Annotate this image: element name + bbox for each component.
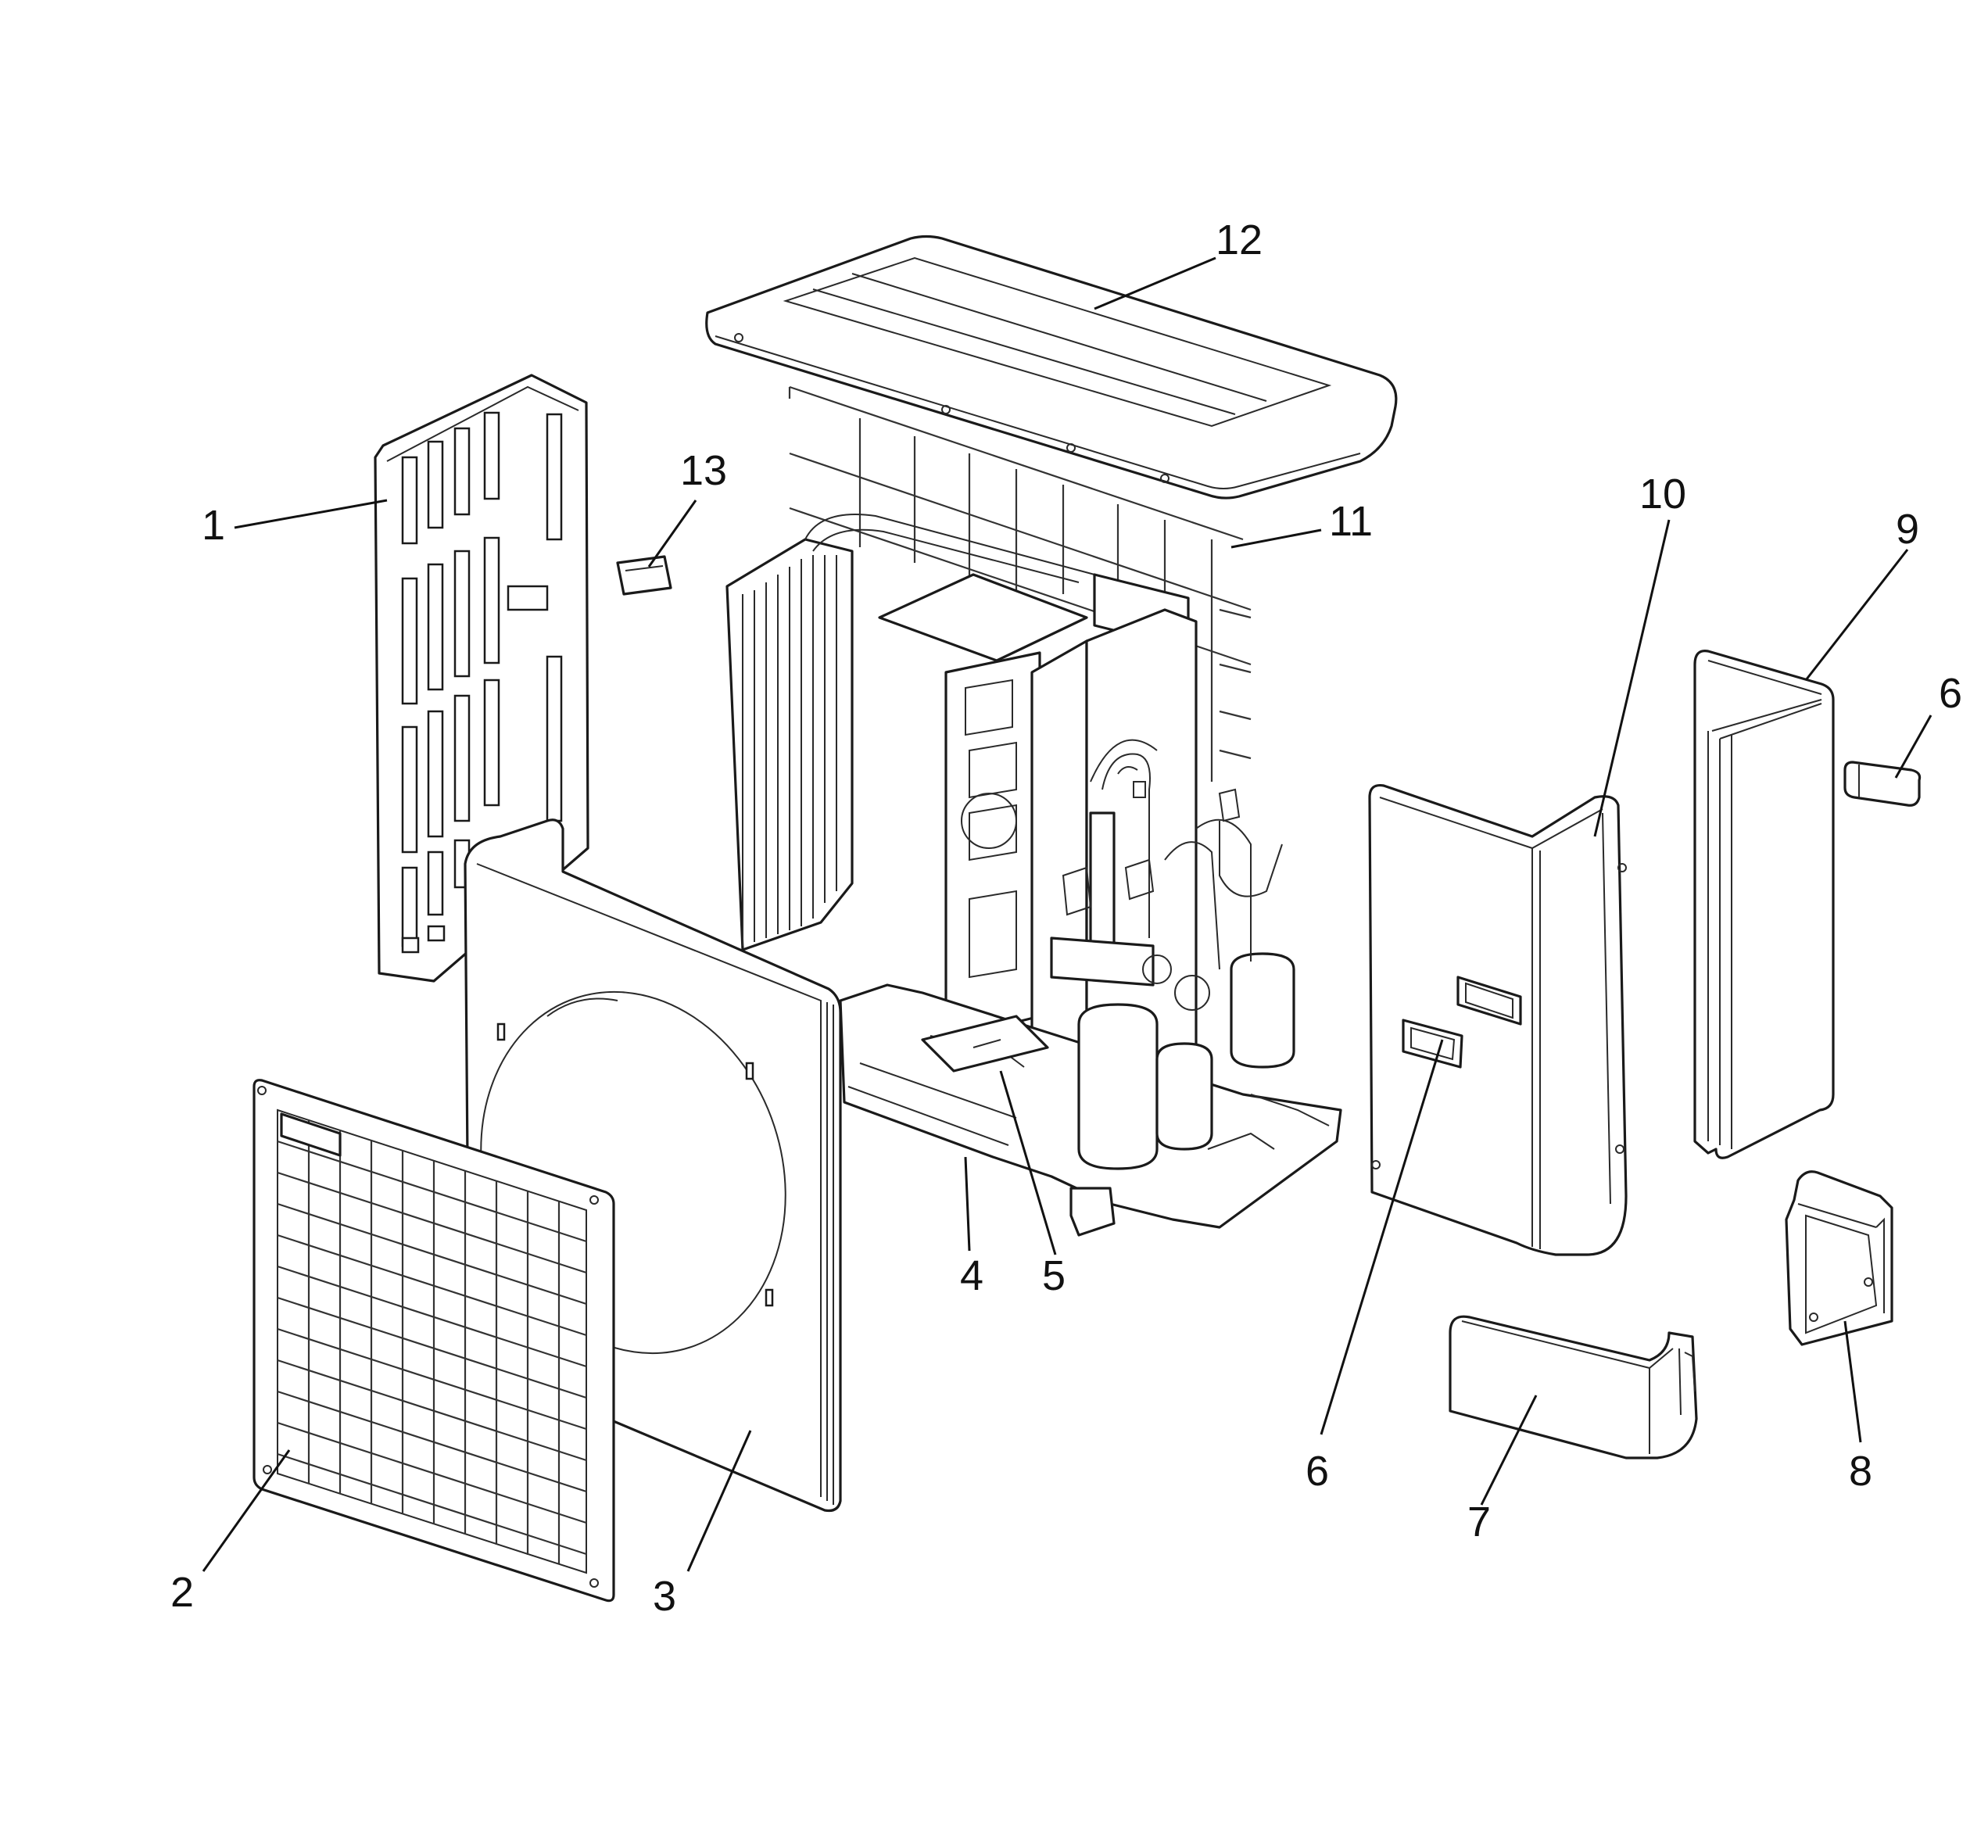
callout-6-left: 6 bbox=[1306, 1448, 1329, 1495]
leader-1 bbox=[234, 499, 388, 529]
leader-9 bbox=[1804, 549, 1909, 681]
callout-2: 2 bbox=[170, 1569, 194, 1616]
front-grille-part bbox=[253, 1079, 615, 1603]
leader-2 bbox=[202, 1449, 291, 1572]
leader-13 bbox=[647, 500, 697, 568]
callout-4: 4 bbox=[960, 1252, 983, 1299]
leader-7 bbox=[1480, 1395, 1538, 1506]
callout-12: 12 bbox=[1216, 217, 1263, 263]
compressor-assembly-part bbox=[1050, 753, 1330, 1170]
callout-13: 13 bbox=[680, 447, 727, 494]
callout-9: 9 bbox=[1896, 506, 1919, 553]
leader-4 bbox=[964, 1156, 971, 1252]
top-cover-part bbox=[705, 235, 1398, 500]
leader-3 bbox=[686, 1430, 752, 1572]
leader-11 bbox=[1230, 528, 1322, 549]
leader-5 bbox=[999, 1070, 1057, 1255]
leader-8 bbox=[1843, 1320, 1862, 1443]
callout-11: 11 bbox=[1329, 498, 1373, 545]
handle-part-right bbox=[1843, 761, 1922, 807]
leader-6b bbox=[1894, 714, 1932, 779]
callout-6-right: 6 bbox=[1939, 670, 1962, 717]
callout-7: 7 bbox=[1467, 1499, 1491, 1545]
leader-12 bbox=[1094, 256, 1216, 310]
callout-8: 8 bbox=[1849, 1448, 1872, 1495]
leader-10 bbox=[1593, 519, 1671, 837]
terminal-cover-part bbox=[1785, 1170, 1893, 1346]
handle-part-left bbox=[1402, 1019, 1463, 1069]
callout-5: 5 bbox=[1042, 1252, 1066, 1299]
valve-cover-part bbox=[1449, 1315, 1698, 1459]
callout-1: 1 bbox=[202, 502, 225, 549]
callout-3: 3 bbox=[653, 1573, 676, 1620]
leader-6a bbox=[1320, 1039, 1444, 1435]
leader-lines bbox=[202, 256, 1932, 1572]
rear-right-panel-part bbox=[1693, 650, 1835, 1159]
right-side-panel-part bbox=[1368, 783, 1628, 1256]
callout-10: 10 bbox=[1639, 471, 1686, 518]
clip-part bbox=[616, 555, 672, 596]
rear-guard-part bbox=[788, 385, 1252, 782]
